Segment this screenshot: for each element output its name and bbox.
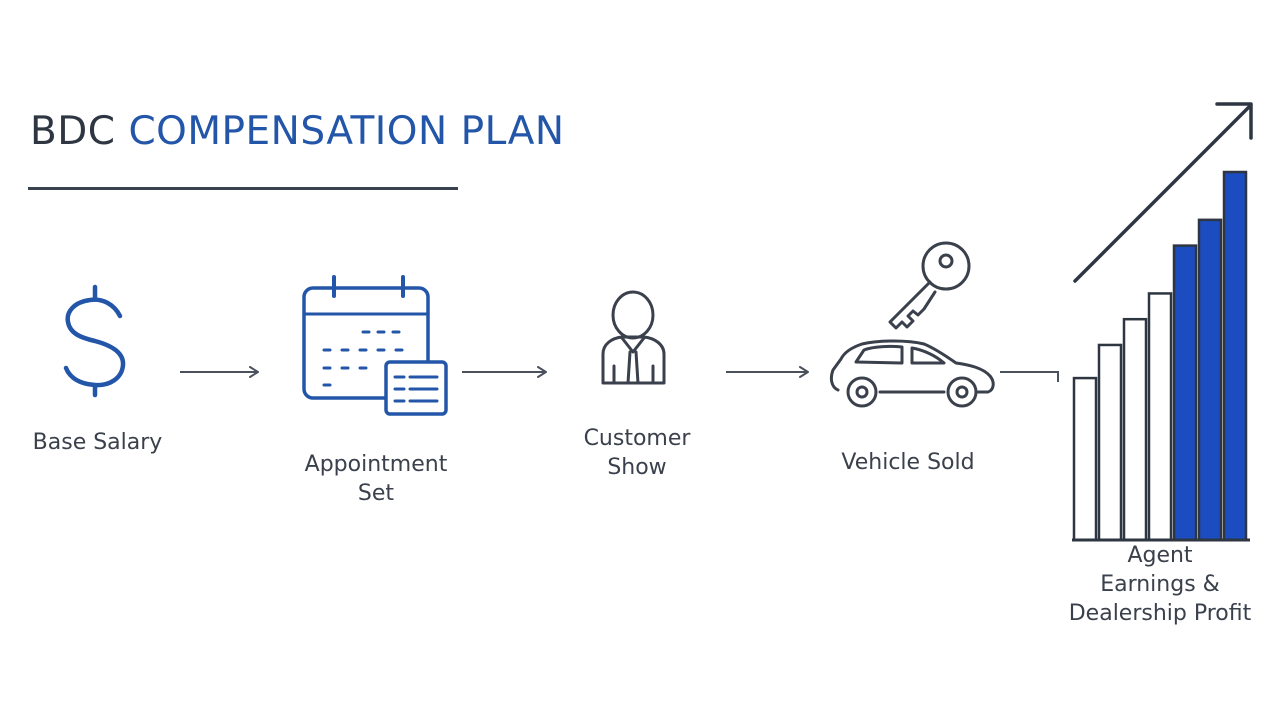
calendar-icon [302, 275, 448, 416]
car-icon [829, 339, 995, 408]
title-prefix: BDC [30, 109, 116, 154]
step-label-vehicle-sold: Vehicle Sold [841, 450, 975, 475]
key-icon [888, 241, 971, 330]
dollar-sign-icon [63, 284, 126, 398]
customer-person-icon [601, 290, 666, 385]
growth-bar-highlighted [1197, 218, 1223, 542]
step-label-customer-show: Customer Show [583, 426, 691, 480]
growth-bar [1122, 317, 1148, 542]
title-underline [28, 187, 458, 190]
growth-bar-chart-icon [1072, 170, 1248, 542]
step-label-base-salary: Base Salary [32, 430, 163, 455]
step-label-earnings-profit: Agent Earnings & Dealership Profit [1068, 543, 1252, 626]
growth-bar-highlighted [1222, 170, 1248, 542]
growth-bar [1147, 292, 1173, 542]
growth-bar [1072, 376, 1098, 542]
growth-bar-highlighted [1172, 244, 1198, 542]
growth-bar [1097, 343, 1123, 542]
step-label-appointment-set: Appointment Set [304, 452, 448, 506]
trend-up-arrow-icon [1073, 102, 1253, 283]
title-main: COMPENSATION PLAN [128, 109, 565, 154]
flow-connector-4 [1000, 371, 1059, 382]
page-title: BDC COMPENSATION PLAN [30, 112, 565, 151]
